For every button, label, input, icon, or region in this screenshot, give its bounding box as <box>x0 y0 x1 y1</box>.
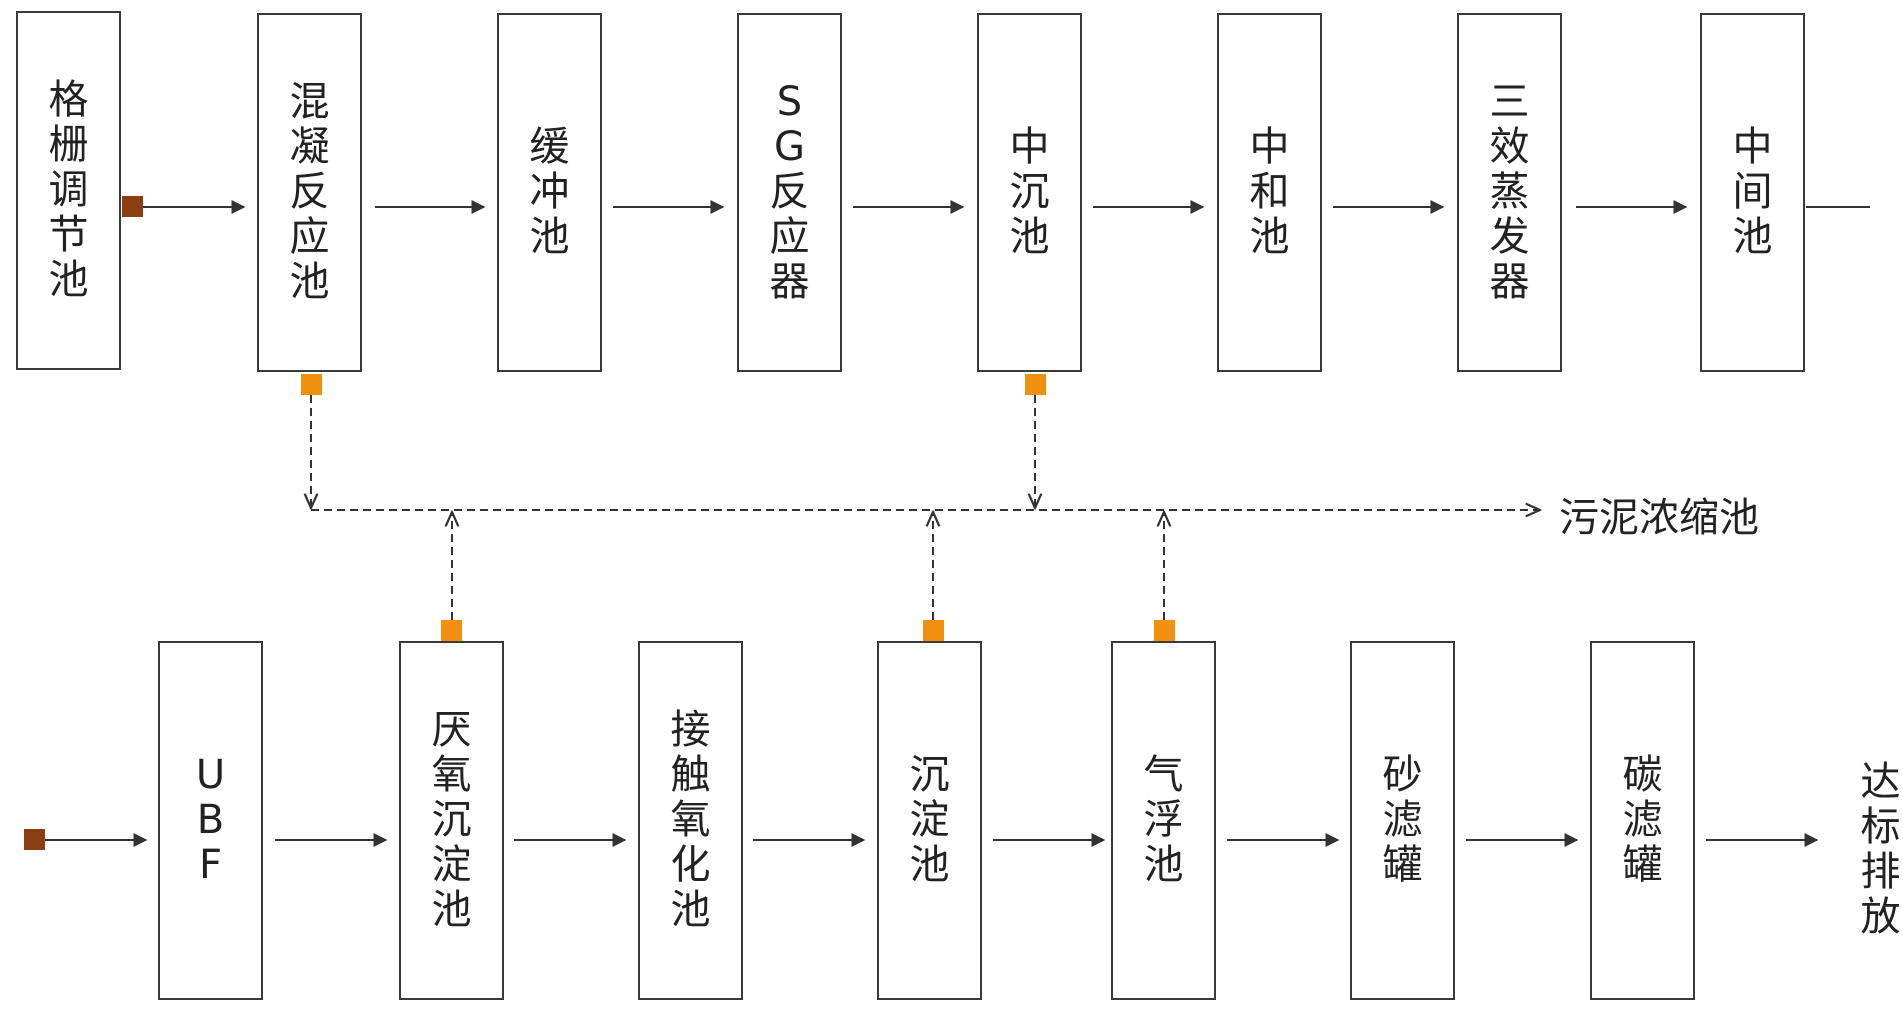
process-label: 砂 滤 罐 <box>1382 752 1423 888</box>
process-label: 缓 冲 池 <box>529 124 570 260</box>
process-box-neutralization-tank: 中 和 池 <box>1217 13 1322 372</box>
process-box-contact-oxidation-tank: 接 触 氧 化 池 <box>638 641 743 1000</box>
sludge-outlet-t2 <box>301 374 322 395</box>
process-label: 中 和 池 <box>1249 124 1290 260</box>
sludge-thickening-tank-label: 污泥浓缩池 <box>1559 495 1759 541</box>
inlet-marker-top <box>122 196 143 217</box>
process-box-grid-regulating-tank: 格 栅 调 节 池 <box>16 11 121 370</box>
process-box-triple-effect-evaporator: 三 效 蒸 发 器 <box>1457 13 1562 372</box>
process-box-sand-filter: 砂 滤 罐 <box>1350 641 1455 1000</box>
process-label: 混 凝 反 应 池 <box>289 79 330 305</box>
process-box-intermediate-tank: 中 间 池 <box>1700 13 1805 372</box>
process-box-intermediate-settling-tank: 中 沉 池 <box>977 13 1082 372</box>
sludge-outlet-b5 <box>1154 620 1175 641</box>
process-label: 气 浮 池 <box>1143 752 1184 888</box>
process-label: S G 反 应 器 <box>769 79 810 305</box>
process-label: 厌 氧 沉 淀 池 <box>431 707 472 933</box>
sludge-outlet-b4 <box>923 620 944 641</box>
process-label: 三 效 蒸 发 器 <box>1489 79 1530 305</box>
sludge-outlet-t5 <box>1025 374 1046 395</box>
sludge-outlet-b2 <box>441 620 462 641</box>
process-box-coagulation-tank: 混 凝 反 应 池 <box>257 13 362 372</box>
process-label: 格 栅 调 节 池 <box>48 77 89 303</box>
process-box-settling-tank: 沉 淀 池 <box>877 641 982 1000</box>
process-label: 沉 淀 池 <box>909 752 950 888</box>
process-box-sg-reactor: S G 反 应 器 <box>737 13 842 372</box>
process-label: U B F <box>195 752 226 888</box>
process-box-anaerobic-settling-tank: 厌 氧 沉 淀 池 <box>399 641 504 1000</box>
process-label: 中 间 池 <box>1732 124 1773 260</box>
process-box-buffer-tank: 缓 冲 池 <box>497 13 602 372</box>
process-label: 接 触 氧 化 池 <box>670 707 711 933</box>
process-label: 中 沉 池 <box>1009 124 1050 260</box>
process-box-ubf: U B F <box>158 641 263 1000</box>
discharge-label: 达 标 排 放 <box>1860 759 1901 940</box>
process-box-carbon-filter: 碳 滤 罐 <box>1590 641 1695 1000</box>
inlet-marker-bottom <box>24 829 45 850</box>
process-box-air-flotation-tank: 气 浮 池 <box>1111 641 1216 1000</box>
process-label: 碳 滤 罐 <box>1622 752 1663 888</box>
